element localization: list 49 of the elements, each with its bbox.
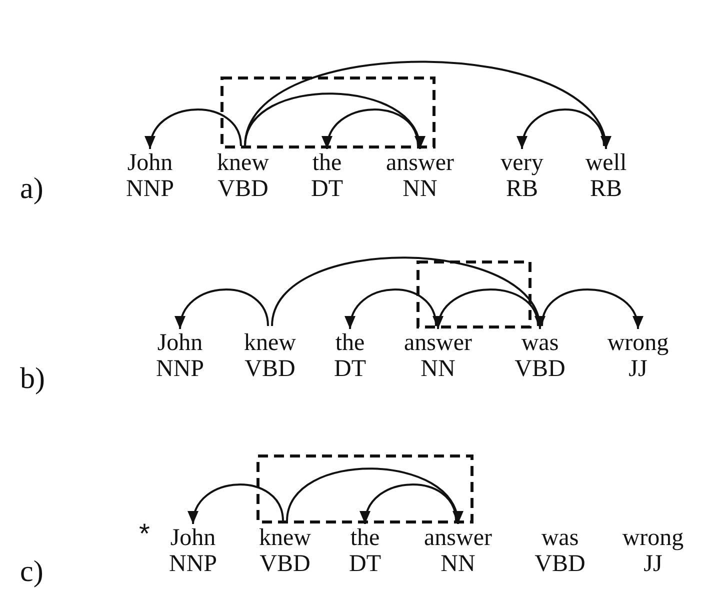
word-text: the — [334, 330, 366, 356]
dependency-arc — [541, 288, 642, 330]
dependency-arc — [146, 108, 242, 150]
panel-label: a) — [20, 172, 44, 206]
pos-tag-text: JJ — [642, 551, 664, 577]
word-text: answer — [423, 525, 493, 551]
word-text: John — [126, 150, 174, 176]
pos-tag-text: NNP — [124, 176, 175, 202]
word-text: was — [520, 330, 560, 356]
pos-tag-text: VBD — [258, 551, 312, 577]
panel-label: b) — [20, 362, 45, 396]
pos-tag-text: VBD — [216, 176, 270, 202]
word-text: knew — [216, 150, 270, 176]
pos-tag-text: DT — [310, 176, 344, 202]
pos-tag-text: DT — [333, 356, 367, 382]
word-text: knew — [258, 525, 312, 551]
ungrammatical-mark: * — [139, 521, 150, 547]
dependency-arc — [362, 484, 457, 524]
dependency-arc — [271, 256, 542, 330]
pos-tag-text: NN — [440, 551, 476, 577]
word-text: answer — [385, 150, 455, 176]
pos-tag-text: NNP — [154, 356, 205, 382]
word-text: very — [500, 150, 544, 176]
pos-tag-text: DT — [348, 551, 382, 577]
pos-tag-text: NNP — [168, 551, 218, 577]
pos-tag-text: RB — [504, 176, 539, 202]
pos-tag-text: NN — [402, 176, 438, 202]
word-text: John — [169, 525, 217, 551]
pos-tag-text: RB — [588, 176, 623, 202]
panel-label: c) — [20, 555, 44, 589]
word-text: John — [156, 330, 204, 356]
dependency-arc — [434, 288, 539, 330]
word-text: the — [349, 525, 381, 551]
pos-tag-text: NN — [420, 356, 456, 382]
word-text: answer — [403, 330, 473, 356]
dependency-arc — [176, 288, 269, 330]
pos-tag-text: VBD — [244, 356, 296, 382]
word-text: wrong — [606, 330, 670, 356]
word-text: knew — [243, 330, 297, 356]
dependency-arc — [346, 288, 437, 330]
pos-tag-text: JJ — [628, 356, 648, 382]
dependency-arc — [190, 484, 284, 524]
word-text: was — [540, 525, 580, 551]
word-text: well — [584, 150, 628, 176]
pos-tag-text: VBD — [534, 551, 586, 577]
pos-tag-text: VBD — [514, 356, 566, 382]
word-text: the — [311, 150, 343, 176]
word-text: wrong — [621, 525, 685, 551]
dependency-arc — [286, 468, 461, 524]
